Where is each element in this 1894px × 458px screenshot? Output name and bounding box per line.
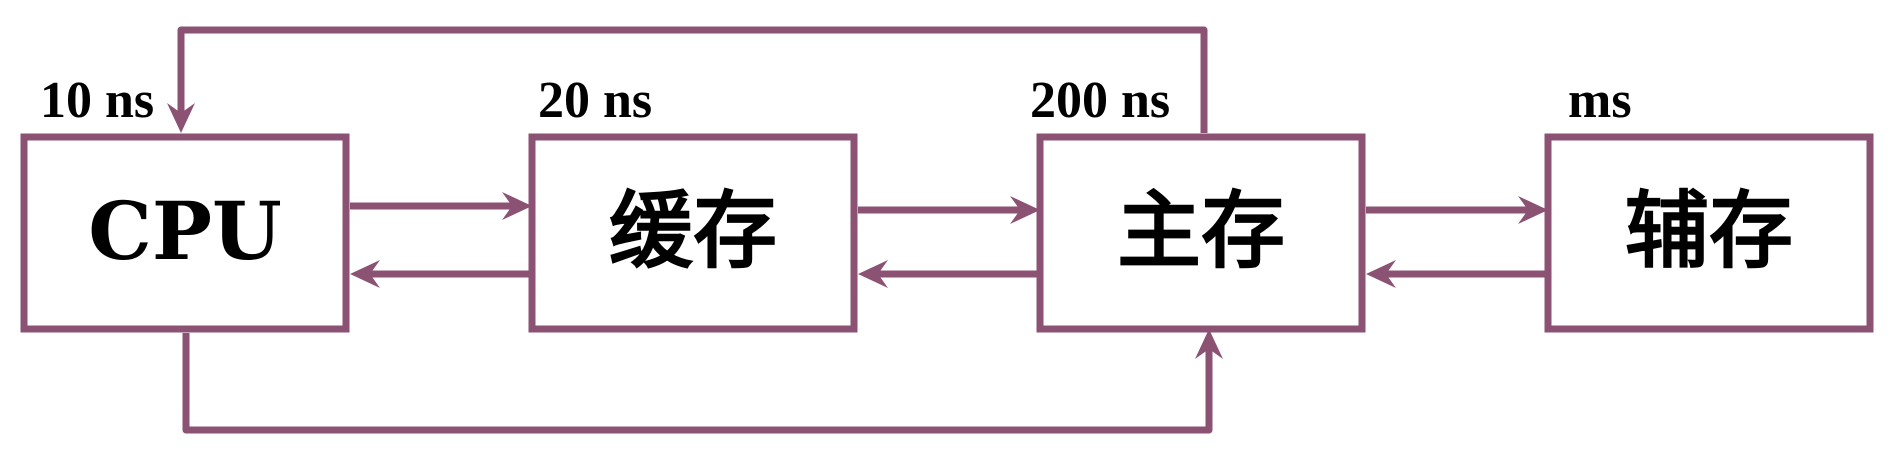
arrowhead-into-cache-left <box>858 260 888 288</box>
edge-cpu-to-main-memory <box>182 333 1213 434</box>
secondary-storage-label: 辅存 <box>1625 181 1793 280</box>
edge-main-memory-to-cpu <box>177 26 1208 133</box>
cpu-box <box>20 133 350 333</box>
secondary-storage-box <box>1544 133 1874 333</box>
cache-box <box>528 133 858 333</box>
node-main-memory: 主存 <box>1036 133 1366 333</box>
latency-label-secondary: ms <box>1568 72 1632 129</box>
arrowhead-into-main-memory-bottom <box>1195 329 1223 359</box>
latency-label-cpu: 10 ns <box>40 72 154 129</box>
node-cpu: CPU <box>20 133 350 333</box>
arrowhead-into-main-memory-left <box>1366 260 1396 288</box>
cache-label: 缓存 <box>609 181 777 280</box>
latency-labels: 10 ns 20 ns 200 ns ms <box>40 72 1632 129</box>
connectors <box>167 26 1548 434</box>
node-cache: 缓存 <box>528 133 858 333</box>
main-memory-label: 主存 <box>1117 181 1285 280</box>
arrowhead-into-cache <box>502 192 532 220</box>
arrowhead-into-secondary <box>1518 196 1548 224</box>
arrowhead-into-cpu-top <box>167 103 195 133</box>
node-secondary-storage: 辅存 <box>1544 133 1874 333</box>
main-memory-box <box>1036 133 1366 333</box>
cpu-label: CPU <box>88 184 282 278</box>
latency-label-cache: 20 ns <box>538 72 652 129</box>
latency-label-main-memory: 200 ns <box>1030 72 1170 129</box>
arrowhead-into-cpu <box>350 260 380 288</box>
arrowhead-into-main-memory <box>1010 196 1040 224</box>
